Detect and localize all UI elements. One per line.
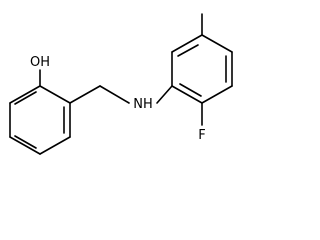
bond xyxy=(201,85,233,104)
bond-n-ring xyxy=(156,85,173,104)
amine-label: NH xyxy=(133,97,153,112)
double-bond-inner xyxy=(14,135,37,149)
bond xyxy=(39,85,71,104)
double-bond-inner xyxy=(177,44,199,57)
bond-ring-ch2 xyxy=(69,85,101,104)
fluoro-methyl-ring xyxy=(171,34,233,104)
bond xyxy=(201,34,233,53)
molecule-structure: OH NH F xyxy=(9,13,233,155)
fluorine-label: F xyxy=(198,128,205,143)
double-bond-inner xyxy=(179,83,202,97)
bond-ch2-n xyxy=(99,85,130,104)
bond xyxy=(171,34,203,53)
double-bond-inner xyxy=(14,91,37,105)
bond xyxy=(171,85,203,104)
hydroxyl-label: OH xyxy=(30,55,50,70)
phenol-ring xyxy=(9,85,71,155)
bond xyxy=(9,85,41,104)
bond xyxy=(39,136,71,155)
bond xyxy=(9,136,41,155)
